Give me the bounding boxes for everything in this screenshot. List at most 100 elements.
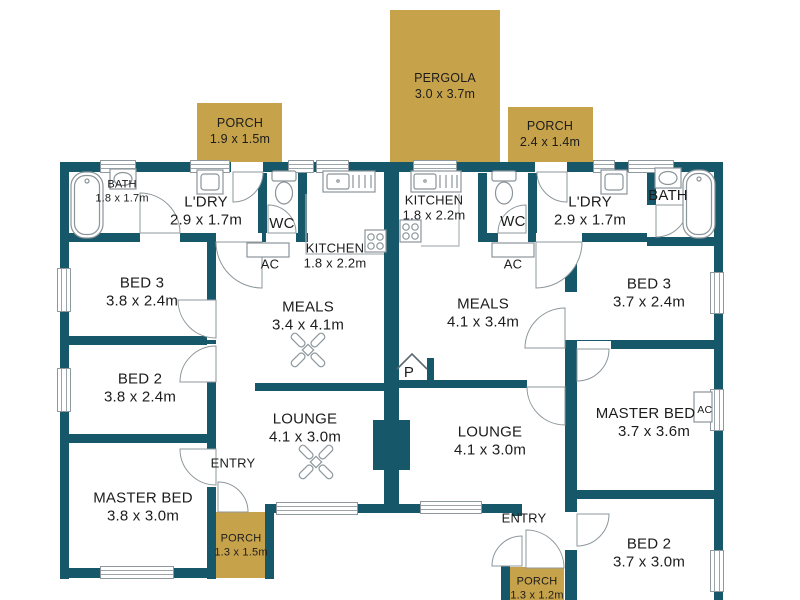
wall-segment — [265, 505, 274, 579]
ac-unit-icon — [491, 242, 535, 258]
wall-segment — [647, 237, 723, 246]
door-entry-right-porch — [525, 529, 565, 569]
door-opening — [565, 512, 577, 550]
door-entry-left — [217, 481, 249, 513]
wall-segment — [258, 173, 267, 235]
room-label-kitchen-right: KITCHEN 1.8 x 2.2m — [402, 192, 466, 223]
room-label-lounge-right: LOUNGE 4.1 x 3.0m — [453, 423, 527, 458]
door-opening — [231, 162, 263, 172]
room-label-master-left: MASTER BED 3.8 x 3.0m — [93, 489, 193, 524]
room-label-bath-left: BATH 1.8 x 1.7m — [95, 178, 149, 204]
room-label-wc-right: WC — [500, 213, 526, 231]
label-pantry: P — [403, 364, 415, 382]
wall-segment — [255, 383, 386, 391]
wall-segment — [69, 434, 216, 443]
label-ac-left: AC — [260, 256, 280, 272]
pergola-area — [390, 10, 500, 163]
window-icon — [276, 502, 358, 515]
door-bed3-right — [524, 307, 566, 349]
door-hall-left — [215, 241, 263, 289]
wall-segment — [69, 336, 216, 345]
wall-segment — [501, 556, 510, 600]
laundry-trough-icon — [196, 169, 224, 195]
kitchen-sink-icon — [410, 170, 462, 193]
window-icon — [413, 160, 457, 173]
wall-segment — [298, 173, 307, 235]
window-icon — [593, 160, 615, 173]
toilet-icon — [271, 170, 297, 205]
room-label-bed3-right: BED 3 3.7 x 2.4m — [612, 275, 686, 310]
porch-bottom-left-label: PORCH 1.3 x 1.5m — [214, 532, 268, 558]
window-icon — [710, 272, 724, 314]
room-label-ldry-left: L'DRY 2.9 x 1.7m — [169, 193, 243, 228]
room-label-wc-left: WC — [269, 215, 295, 233]
wall-segment — [565, 340, 577, 502]
label-entry-right: ENTRY — [501, 510, 547, 526]
porch-top-right-label: PORCH 2.4 x 1.4m — [519, 118, 581, 149]
ac-unit-icon — [246, 242, 290, 258]
laundry-trough-icon — [600, 169, 628, 195]
window-icon — [100, 566, 174, 579]
room-label-bed2-left: BED 2 3.8 x 2.4m — [103, 370, 177, 405]
ceiling-fan-icon — [290, 332, 326, 368]
wall-segment — [714, 162, 723, 600]
window-icon — [710, 550, 724, 592]
porch-top-left-label: PORCH 1.9 x 1.5m — [209, 115, 271, 146]
room-label-bath-right: BATH — [648, 187, 688, 205]
window-icon — [316, 160, 349, 173]
door-opening — [207, 300, 216, 340]
door-opening — [647, 205, 656, 237]
window-icon — [100, 160, 136, 173]
door-opening — [207, 344, 216, 382]
room-label-ldry-right: L'DRY 2.9 x 1.7m — [553, 193, 627, 228]
wall-segment — [565, 340, 723, 349]
window-icon — [288, 160, 314, 173]
window-icon — [628, 160, 674, 173]
wall-segment — [373, 420, 410, 470]
door-opening — [577, 341, 611, 349]
door-bath-right — [655, 204, 689, 238]
kitchen-sink-icon — [322, 170, 376, 193]
pergola-label: PERGOLA 3.0 x 3.7m — [414, 70, 476, 101]
wall-segment — [478, 173, 487, 235]
door-opening — [216, 233, 262, 242]
room-label-meals-right: MEALS 4.1 x 3.4m — [446, 295, 520, 330]
window-icon — [420, 501, 482, 514]
wall-segment — [565, 242, 577, 292]
door-opening — [140, 233, 180, 242]
window-icon — [57, 268, 71, 312]
door-opening — [536, 233, 582, 242]
door-opening — [535, 162, 567, 172]
wall-segment — [427, 358, 434, 384]
wall-segment — [528, 173, 537, 235]
toilet-icon — [491, 170, 517, 205]
ceiling-fan-icon — [298, 444, 334, 480]
wall-segment — [69, 233, 308, 242]
door-lounge-right — [526, 386, 566, 426]
door-opening — [565, 298, 577, 340]
room-label-kitchen-left: KITCHEN 1.8 x 2.2m — [303, 240, 367, 271]
door-opening — [498, 233, 528, 242]
room-label-lounge-left: LOUNGE 4.1 x 3.0m — [268, 410, 342, 445]
stove-icon — [364, 229, 387, 253]
porch-top-right-area — [508, 107, 593, 163]
wall-segment — [512, 504, 522, 516]
door-master-right — [576, 348, 610, 382]
door-opening — [266, 233, 296, 242]
door-bed2-right — [576, 513, 610, 547]
label-ac-right: AC — [503, 256, 523, 272]
porch-top-left-area — [197, 103, 282, 163]
window-icon — [57, 368, 71, 412]
porch-bottom-left-area — [214, 512, 266, 578]
wall-segment — [565, 490, 723, 499]
porch-bottom-right-label: PORCH 1.3 x 1.2m — [510, 575, 564, 600]
window-icon — [190, 160, 230, 173]
room-label-bed3-left: BED 3 3.8 x 2.4m — [105, 274, 179, 309]
room-label-bed2-right: BED 2 3.7 x 3.0m — [612, 535, 686, 570]
label-entry-left: ENTRY — [210, 455, 256, 471]
wall-segment — [207, 240, 216, 579]
room-label-meals-left: MEALS 3.4 x 4.1m — [271, 298, 345, 333]
wall-segment — [399, 380, 527, 388]
